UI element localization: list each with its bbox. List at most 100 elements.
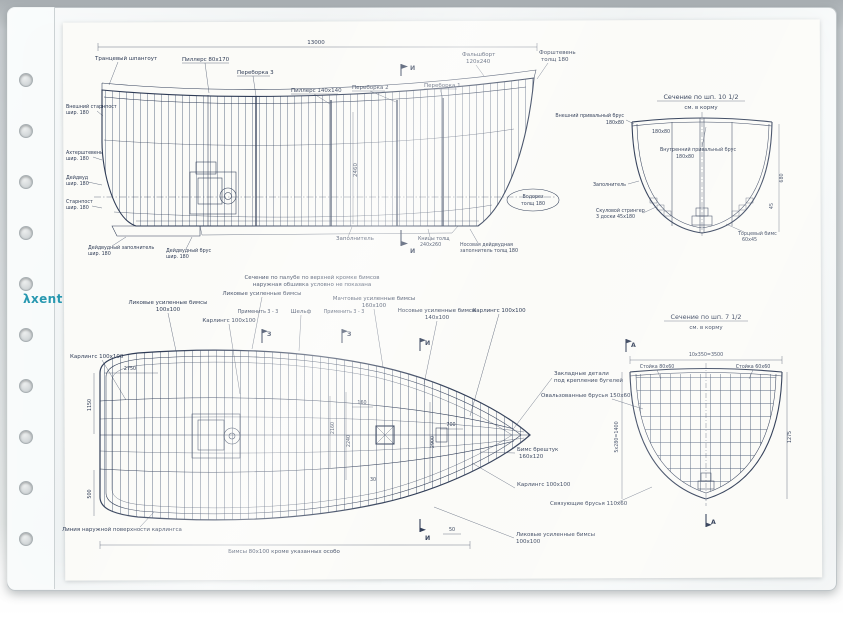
dim-160: 160 xyxy=(357,400,366,406)
label-shir-180: шир. 180 xyxy=(166,254,189,260)
label-likovye-bimsy: Ликовые усиленные бимсы xyxy=(516,532,595,538)
dim-overall-length: 13000 xyxy=(307,40,325,46)
section10-title: Сечение по шп. 10 1/2 xyxy=(663,93,738,101)
flag-z: З xyxy=(267,331,271,338)
label-nosovye-bimsy: Носовые усиленные бимсы xyxy=(398,308,477,314)
label-vodorez-size: толщ 180 xyxy=(521,201,545,207)
label-shir-180: шир. 180 xyxy=(66,110,89,116)
label-torcevyj-bims-size: 60х45 xyxy=(742,237,757,243)
label-size-180x80: 180х80 xyxy=(676,154,694,160)
label-pereborka-2: Переборка 2 xyxy=(352,85,389,91)
label-primenit: Применить 3 - 3 xyxy=(324,309,365,315)
dim-1275: 1275 xyxy=(787,431,793,443)
side-elevation-view: 13000 2460 xyxy=(66,40,576,288)
label-size-180x80: 180х80 xyxy=(606,120,624,126)
binder-hole xyxy=(19,430,33,444)
section-7-view: Сечение по шп. 7 1/2 см. в корму 10х350=… xyxy=(550,313,793,527)
dim-500: 500 xyxy=(87,489,93,498)
bow-fitting xyxy=(435,427,448,443)
label-shelf: Шельф xyxy=(291,309,312,315)
dim-50: 50 xyxy=(449,527,455,533)
dim-680: 680 xyxy=(779,173,785,182)
dim-5x280: 5х280=1400 xyxy=(614,421,620,452)
label-starnpost: Старнпост xyxy=(66,199,93,205)
label-shir-180: шир. 180 xyxy=(66,205,89,211)
label-svjazujushhie: Связующие брусья 110х60 xyxy=(550,501,628,507)
flag-a: А xyxy=(711,519,716,526)
engine-side xyxy=(189,161,237,215)
flag-i: И xyxy=(425,340,430,347)
label-dejdvud: Дейдвуд xyxy=(66,174,89,181)
label-zapolnitel: Заполнитель xyxy=(336,236,374,242)
label-karlings: Карлингс 100х100 xyxy=(472,308,526,314)
dim-45: 45 xyxy=(769,203,775,209)
label-deck-note-1: Сечение по палубе по верхней кромке бимс… xyxy=(244,274,379,281)
label-vneshnij-prival: Внешний привальный брус xyxy=(555,112,624,119)
label-karlings: Карлингс 100х100 xyxy=(202,318,256,324)
label-knicy: Кницы толщ xyxy=(418,236,450,242)
label-knicy-size: 240х260 xyxy=(420,242,441,248)
label-zapolnitel-10: Заполнитель xyxy=(593,182,626,188)
section-flag-top: И xyxy=(410,65,415,72)
label-ovalzovannye: Овальзованные брусья 150х60 xyxy=(541,393,631,399)
label-primenit: Применить 3 - 3 xyxy=(238,309,279,315)
label-bims-breshtuk: Бимс брештук xyxy=(517,447,559,453)
label-falshbort: Фальшборт xyxy=(462,52,496,58)
label-trancevyj-shpangout: Транцевый шпангоут xyxy=(94,55,158,62)
dim-2460: 2460 xyxy=(353,163,359,177)
plan-view: З З И И 2750 1150 500 2160 2240 2900 700… xyxy=(62,291,644,555)
hull-profile xyxy=(101,77,535,227)
label-nosovaja-dejdvudnaja-2: заполнитель толщ 180 xyxy=(460,248,518,254)
section7-title: Сечение по шп. 7 1/2 xyxy=(671,313,742,321)
label-stojka-60: Стойка 60х60 xyxy=(736,363,771,370)
label-pillers-80: Пиллерс 80х170 xyxy=(182,57,230,63)
binder-hole xyxy=(19,175,33,189)
label-likovye-bimsy: Ликовые усиленные бимсы xyxy=(128,300,207,306)
label-akhtershteven: Ахтерштевень xyxy=(66,150,103,156)
label-linija-karlingsa: Линия наружной поверхности карлингса xyxy=(62,526,182,533)
engine-plan xyxy=(191,413,241,459)
dim-10x350: 10х350=3500 xyxy=(689,352,723,358)
dim-2900: 2900 xyxy=(430,436,436,448)
label-shir-180: шир. 180 xyxy=(88,251,111,257)
section-10-view: Сечение по шп. 10 1/2 см. в корму Внешни… xyxy=(555,93,785,243)
binder-hole xyxy=(19,73,33,87)
label-dejdvudnyj-zapolnitel: Дейдвудный заполнитель xyxy=(88,244,154,251)
label-vodorez: Водорез xyxy=(522,194,543,200)
label-vneshnij-starnpost: Внешний старнпост xyxy=(66,103,117,110)
dim-2240: 2240 xyxy=(346,435,352,447)
label-shir-180: шир. 180 xyxy=(66,156,89,162)
label-forshteven: Форштевень xyxy=(539,50,576,56)
label-shir-180: шир. 180 xyxy=(66,181,89,187)
flag-i: И xyxy=(425,535,430,542)
binder-hole xyxy=(19,226,33,240)
label-bimsy-note: Бимсы 80х100 кроме указанных особо xyxy=(228,549,340,555)
label-likovye-size: 100х100 xyxy=(156,307,181,313)
binder-hole xyxy=(19,379,33,393)
label-pereborka-3: Переборка 3 xyxy=(237,70,274,76)
binder-hole xyxy=(19,124,33,138)
label-karlings: Карлингс 100х100 xyxy=(70,354,124,360)
binder-hole xyxy=(19,277,33,291)
label-pillers-140: Пиллерс 140х140 xyxy=(291,88,342,94)
flag-a: А xyxy=(631,342,636,349)
axent-logo: λxent xyxy=(23,292,63,306)
label-nosovye-size: 140х100 xyxy=(425,315,450,321)
dim-1150: 1150 xyxy=(87,399,93,411)
label-vnutrennij-prival: Внутренний привальный брус xyxy=(660,146,736,153)
dim-700: 700 xyxy=(446,422,455,428)
dim-30: 30 xyxy=(370,477,376,483)
dim-2750: 2750 xyxy=(124,366,136,372)
label-nosovaja-dejdvudnaja: Носовая дейдвудная xyxy=(460,241,513,248)
label-zakladnye-2: под крепление бугелей xyxy=(554,377,623,384)
label-likovye-bimsy: Ликовые усиленные бимсы xyxy=(222,291,301,297)
label-torcevyj-bims: Торцевый бимс xyxy=(737,230,777,237)
dim-180x80: 180х80 xyxy=(652,129,670,135)
binder-hole xyxy=(19,532,33,546)
label-skulovoj-stringer: Скуловой стрингер xyxy=(596,207,645,214)
mast-step xyxy=(375,425,395,445)
label-falshbort-size: 120х240 xyxy=(466,59,491,65)
label-machtovye-bimsy: Мачтовые усиленные бимсы xyxy=(333,296,416,302)
label-skulovoj-stringer-2: 3 доски 45х180 xyxy=(596,214,635,220)
